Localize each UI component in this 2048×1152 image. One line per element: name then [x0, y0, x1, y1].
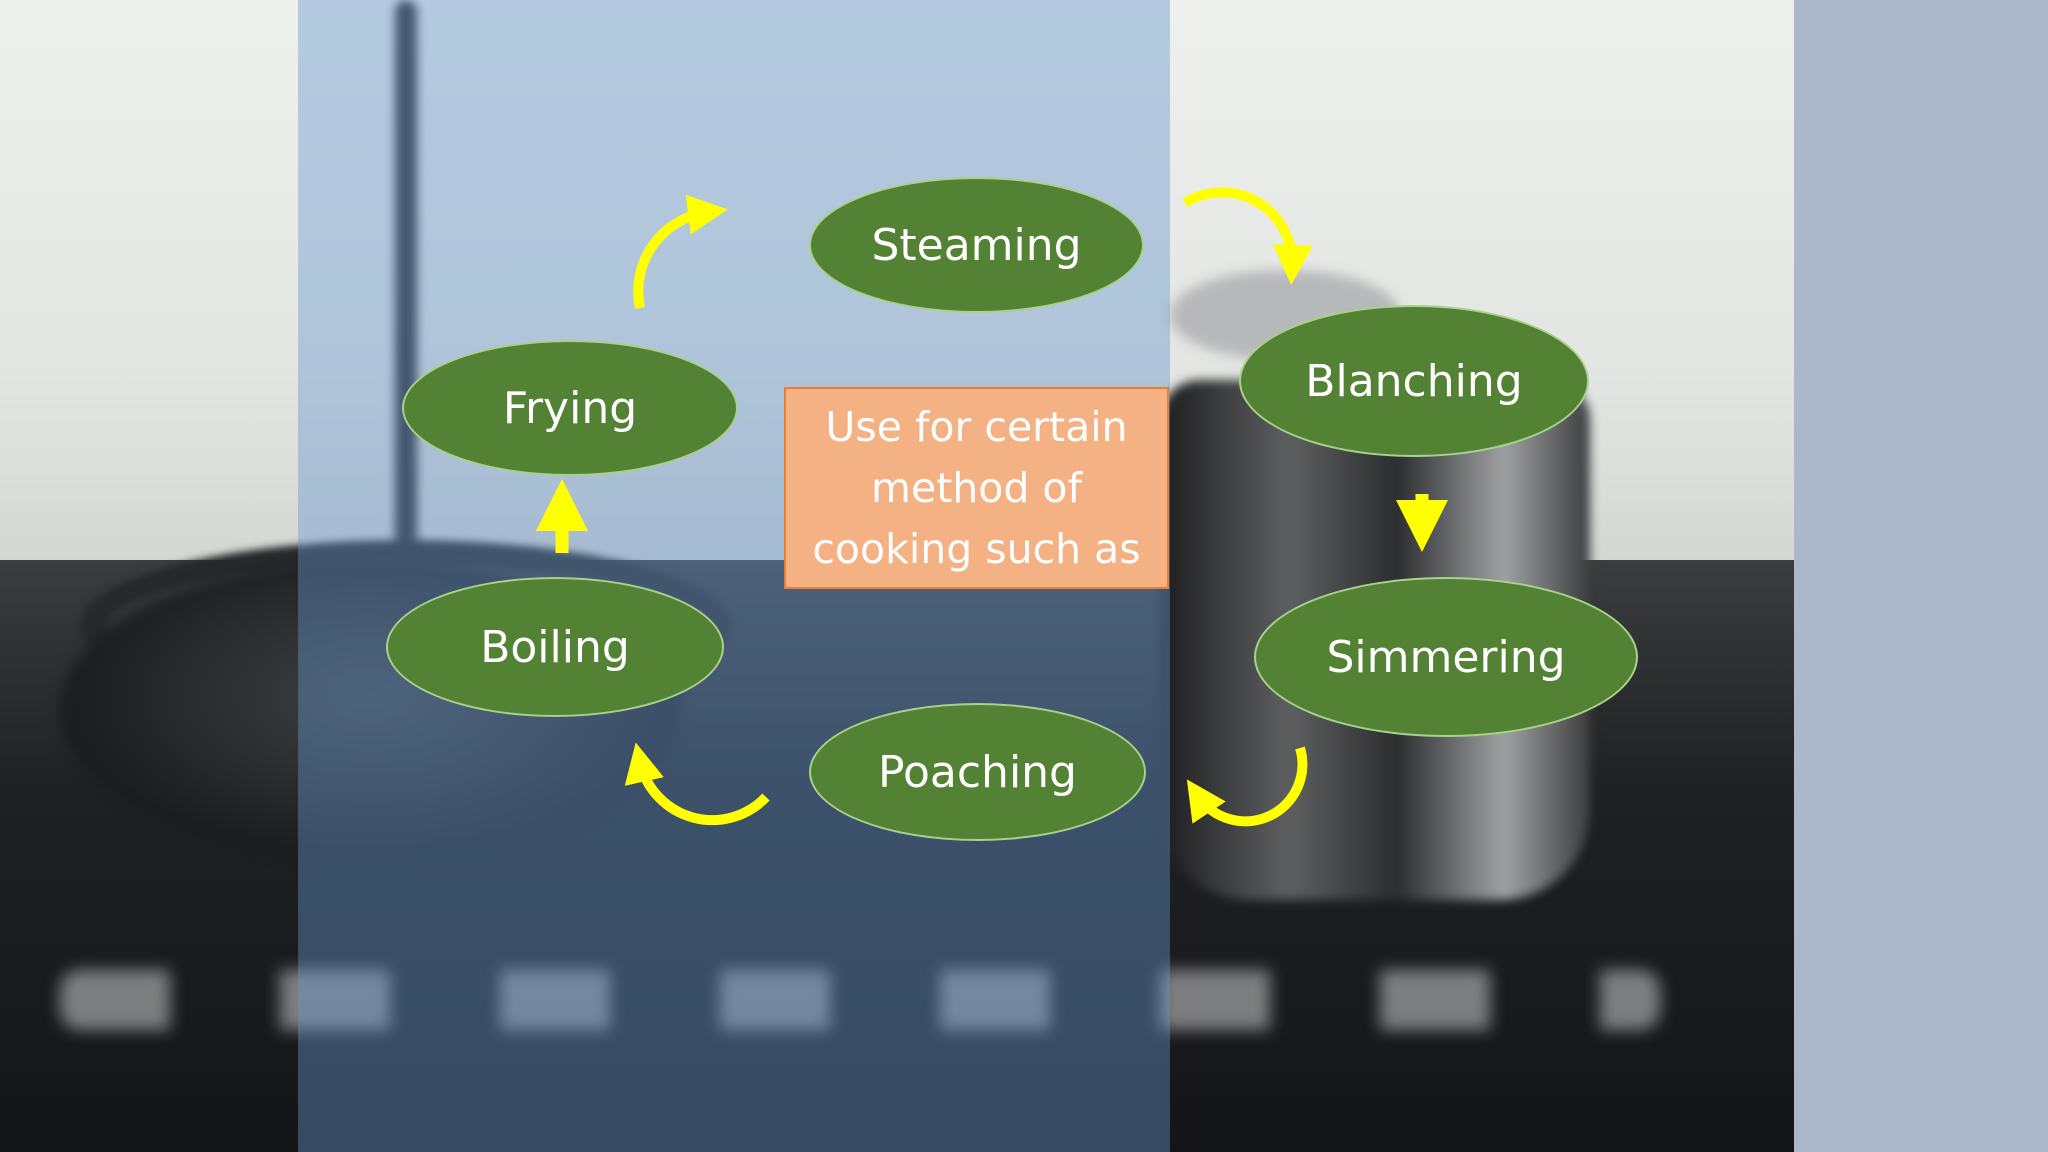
- arrow-simmering-to-poaching: [1186, 746, 1308, 827]
- node-blanching: Blanching: [1239, 305, 1589, 457]
- node-label: Blanching: [1305, 355, 1523, 407]
- node-label: Frying: [502, 382, 638, 434]
- arrow-poaching-to-boiling: [624, 742, 770, 826]
- node-boiling: Boiling: [386, 577, 724, 717]
- background-control-buttons: [60, 970, 1660, 1030]
- side-panel: [1794, 0, 2048, 1152]
- node-label: Boiling: [480, 621, 630, 673]
- node-steaming: Steaming: [809, 177, 1144, 313]
- node-poaching: Poaching: [809, 703, 1146, 841]
- node-frying: Frying: [402, 340, 738, 476]
- node-label: Poaching: [878, 746, 1077, 798]
- node-simmering: Simmering: [1254, 577, 1638, 737]
- arrow-steaming-to-blanching: [1182, 187, 1313, 285]
- center-text-box: Use for certain method of cooking such a…: [784, 387, 1169, 589]
- center-text: Use for certain method of cooking such a…: [812, 402, 1141, 573]
- node-label: Steaming: [871, 219, 1082, 271]
- node-label: Simmering: [1326, 631, 1566, 683]
- arrow-frying-to-steaming: [633, 194, 728, 310]
